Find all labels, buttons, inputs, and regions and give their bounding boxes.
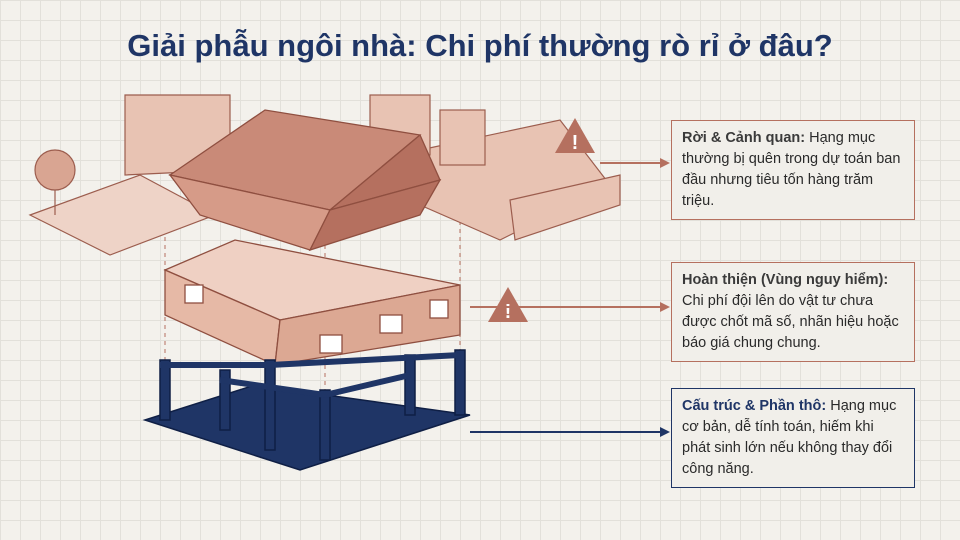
- callout-landscape: Rời & Cảnh quan: Hạng mục thường bị quên…: [671, 120, 915, 220]
- svg-text:!: !: [505, 301, 512, 323]
- warning-icon: !: [488, 287, 528, 323]
- callout-lead: Cấu trúc & Phần thô:: [682, 398, 827, 414]
- callout-structure: Cấu trúc & Phần thô: Hạng mục cơ bản, dễ…: [671, 388, 915, 488]
- callout-text: Chi phí đội lên do vật tư chưa được chốt…: [682, 293, 899, 351]
- callout-text: Hạng mục thường bị quên trong dự toán ba…: [682, 130, 901, 209]
- roof-illustration: [168, 109, 442, 252]
- structure-frame-illustration: [142, 349, 471, 471]
- callout-text: Hạng mục cơ bản, dễ tính toán, hiếm khi …: [682, 398, 897, 477]
- warning-icon: !: [555, 118, 595, 154]
- svg-text:!: !: [572, 132, 579, 154]
- callout-finishing: Hoàn thiện (Vùng nguy hiểm): Chi phí đội…: [671, 262, 915, 362]
- finishing-floor-illustration: [163, 239, 461, 366]
- callout-lead: Rời & Cảnh quan:: [682, 130, 806, 146]
- page-title: Giải phẫu ngôi nhà: Chi phí thường rò rỉ…: [127, 28, 833, 63]
- callout-lead: Hoàn thiện (Vùng nguy hiểm):: [682, 272, 889, 288]
